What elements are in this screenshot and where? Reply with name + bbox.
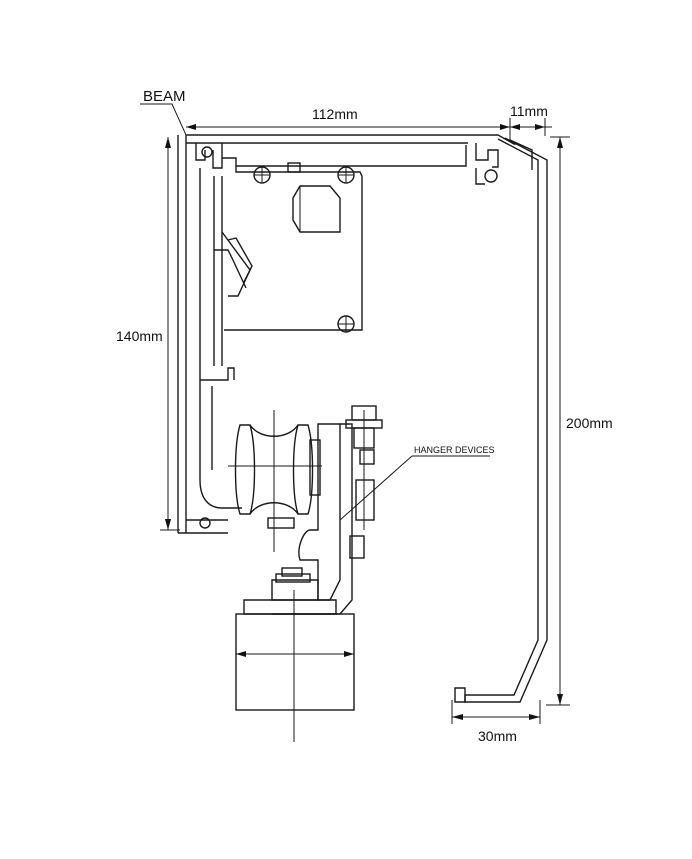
roller-wheel bbox=[228, 410, 322, 552]
dim-30mm: 30mm bbox=[478, 728, 517, 744]
beam-callout: BEAM bbox=[140, 88, 187, 136]
right-leg bbox=[454, 137, 548, 703]
dimension-top: 112mm 11mm bbox=[186, 103, 552, 140]
beam-label: BEAM bbox=[143, 88, 186, 105]
dim-140mm: 140mm bbox=[116, 328, 163, 344]
hanger-bracket bbox=[271, 405, 383, 615]
motor-bracket bbox=[199, 162, 363, 381]
dimension-right: 200mm bbox=[546, 136, 613, 706]
lower-profile bbox=[199, 380, 242, 509]
track-profile bbox=[177, 134, 518, 534]
dim-112mm: 112mm bbox=[312, 106, 358, 122]
hanger-devices-label: HANGER DEVICES bbox=[414, 445, 495, 455]
beam-leader bbox=[140, 103, 187, 136]
hanging-load bbox=[235, 590, 355, 742]
dim-200mm: 200mm bbox=[566, 415, 613, 431]
dimension-left: 140mm bbox=[116, 137, 180, 531]
dimension-bottom: 30mm bbox=[451, 700, 541, 744]
hanger-callout: HANGER DEVICES bbox=[339, 445, 495, 521]
dim-11mm: 11mm bbox=[510, 103, 548, 119]
